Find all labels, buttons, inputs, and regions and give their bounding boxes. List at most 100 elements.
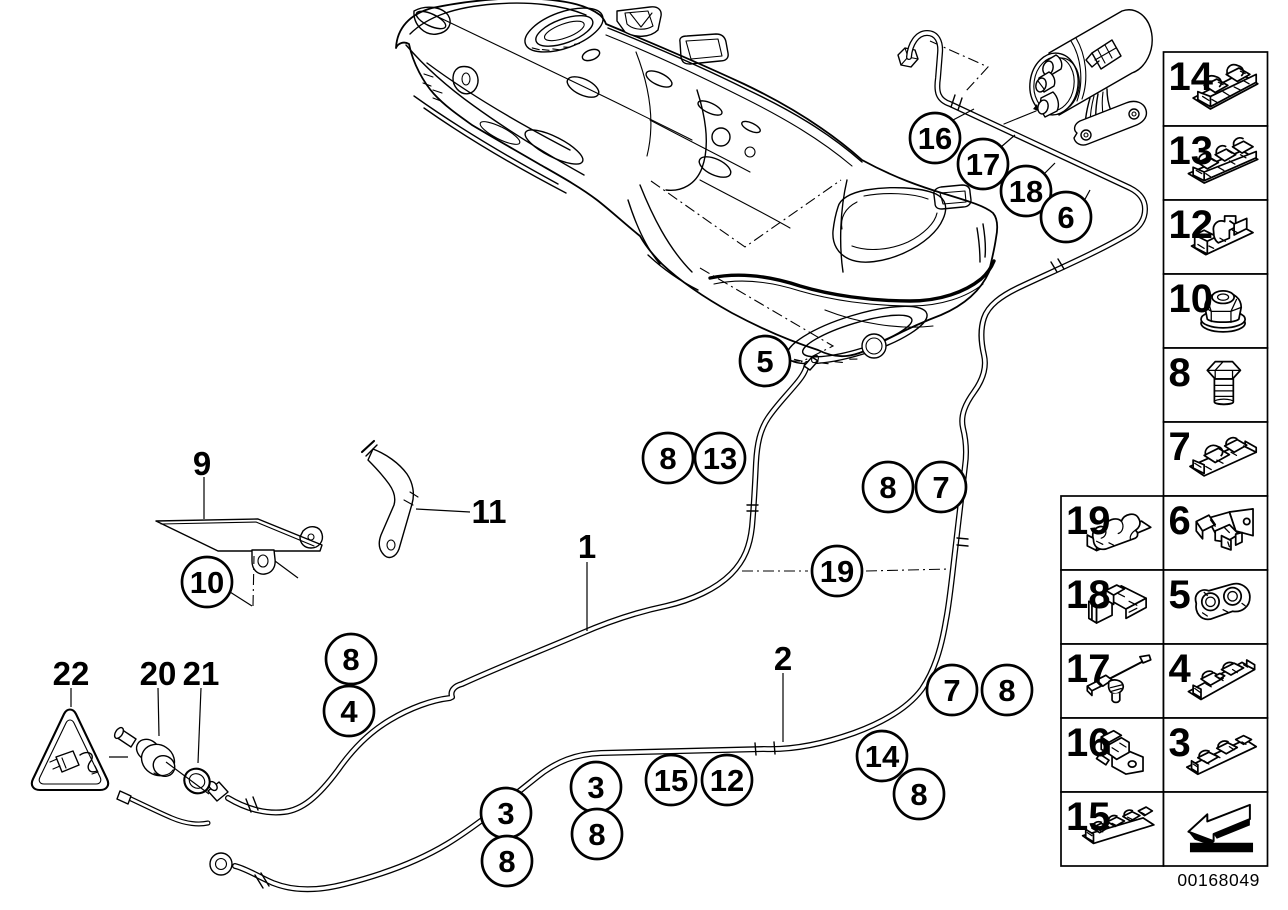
fuel-tank-drawing: [395, 0, 999, 365]
callout-number: 10: [190, 565, 224, 600]
sidebar-cell-number: 19: [1066, 499, 1111, 543]
sidebar-cell-4[interactable]: 4: [1162, 643, 1269, 719]
valve-part-20: [113, 726, 176, 778]
sidebar-cell-17[interactable]: 17: [1060, 643, 1165, 719]
callout-circle[interactable]: [956, 137, 1010, 191]
callout-circle[interactable]: [180, 555, 234, 609]
callout-circle[interactable]: [999, 164, 1053, 218]
callout-circle[interactable]: [324, 632, 378, 686]
sidebar-cell-18[interactable]: 18: [1060, 569, 1165, 645]
sidebar-cell-number: 17: [1066, 647, 1111, 691]
callout-8[interactable]: 8: [861, 460, 915, 514]
callout-14[interactable]: 14: [855, 729, 909, 783]
callout-circle[interactable]: [914, 460, 968, 514]
callout-circle[interactable]: [570, 807, 624, 861]
label-9[interactable]: 9: [193, 445, 211, 482]
callout-circle[interactable]: [925, 663, 979, 717]
grommet-clip-icon: [1194, 582, 1251, 621]
callout-5[interactable]: 5: [738, 334, 792, 388]
bleed-hose: [128, 796, 211, 827]
callout-8[interactable]: 8: [480, 834, 534, 888]
callout-circle[interactable]: [892, 767, 946, 821]
sidebar-cell-19[interactable]: 19: [1060, 495, 1165, 571]
sidebar-cell-number: 7: [1169, 425, 1191, 469]
callout-12[interactable]: 12: [700, 753, 754, 807]
screw-tie-icon: [1086, 654, 1152, 704]
callout-circle[interactable]: [700, 753, 754, 807]
callout-16[interactable]: 16: [908, 111, 962, 165]
sidebar-cell-number: 16: [1066, 721, 1111, 765]
callout-3[interactable]: 3: [479, 786, 533, 840]
callout-6[interactable]: 6: [1039, 190, 1093, 244]
callout-circle[interactable]: [861, 460, 915, 514]
callout-8[interactable]: 8: [641, 431, 695, 485]
callout-15[interactable]: 15: [644, 753, 698, 807]
callout-19[interactable]: 19: [810, 544, 864, 598]
callout-circle[interactable]: [641, 431, 695, 485]
sidebar-cell-16[interactable]: 16: [1060, 717, 1165, 793]
callout-10[interactable]: 10: [180, 555, 234, 609]
heat-shield-part-9: [155, 518, 324, 579]
fuel-hazard-pictogram: [49, 750, 99, 775]
cap-nut-icon: [1200, 289, 1247, 333]
sidebar-cell-6[interactable]: 6: [1162, 495, 1269, 571]
rail-clip-b-icon: [1185, 734, 1258, 776]
callout-7[interactable]: 7: [914, 460, 968, 514]
callout-8[interactable]: 8: [570, 807, 624, 861]
callout-number: 8: [659, 441, 676, 476]
callout-number: 12: [710, 763, 744, 798]
label-1[interactable]: 1: [578, 528, 596, 565]
callout-8[interactable]: 8: [324, 632, 378, 686]
callout-circle[interactable]: [644, 753, 698, 807]
label-21[interactable]: 21: [183, 655, 220, 692]
sidebar-cell-10[interactable]: 10: [1162, 273, 1269, 349]
callout-number: 17: [966, 147, 1000, 182]
o-ring-part-21: [183, 767, 211, 795]
callout-18[interactable]: 18: [999, 164, 1053, 218]
sidebar-cell-12[interactable]: 12: [1162, 199, 1269, 275]
callout-circle[interactable]: [322, 684, 376, 738]
pipe-clip-ticks: [245, 94, 1065, 889]
callout-17[interactable]: 17: [956, 137, 1010, 191]
callout-circle[interactable]: [738, 334, 792, 388]
sidebar-cell-15[interactable]: 15: [1060, 791, 1165, 867]
callout-number: 3: [587, 770, 604, 805]
callout-circle[interactable]: [693, 431, 747, 485]
bracket-part-11: [360, 439, 419, 559]
clamp-wave-icon: [1086, 513, 1152, 552]
label-22[interactable]: 22: [53, 655, 90, 692]
sidebar-cell-arrow[interactable]: [1162, 791, 1269, 867]
clip-double-open-icon: [1190, 215, 1254, 256]
callout-circle[interactable]: [480, 834, 534, 888]
callout-13[interactable]: 13: [693, 431, 747, 485]
callout-circle[interactable]: [1039, 190, 1093, 244]
callout-4[interactable]: 4: [322, 684, 376, 738]
callout-8[interactable]: 8: [892, 767, 946, 821]
callout-circle[interactable]: [980, 663, 1034, 717]
callout-number: 7: [943, 673, 960, 708]
callout-number: 8: [998, 673, 1015, 708]
callout-circle[interactable]: [855, 729, 909, 783]
label-11[interactable]: 11: [472, 493, 507, 530]
callout-circle[interactable]: [810, 544, 864, 598]
fuel-pipe-1: [225, 361, 810, 816]
callout-3[interactable]: 3: [569, 760, 623, 814]
sidebar-cell-3[interactable]: 3: [1162, 717, 1269, 793]
clamp-two-tube-icon: [1192, 63, 1259, 110]
sidebar-cell-5[interactable]: 5: [1162, 569, 1269, 645]
callout-number: 4: [340, 694, 358, 729]
sidebar-cell-14[interactable]: 14: [1162, 51, 1269, 127]
sidebar-cell-7[interactable]: 7: [1162, 421, 1269, 497]
bracket-plate-icon: [1095, 729, 1144, 775]
callout-circle[interactable]: [908, 111, 962, 165]
sidebar-cell-8[interactable]: 8: [1162, 347, 1269, 423]
sidebar-cell-number: 15: [1066, 795, 1111, 839]
label-2[interactable]: 2: [774, 640, 792, 677]
callout-7[interactable]: 7: [925, 663, 979, 717]
callout-number: 7: [932, 470, 949, 505]
label-20[interactable]: 20: [140, 655, 177, 692]
callout-8[interactable]: 8: [980, 663, 1034, 717]
sidebar-cell-13[interactable]: 13: [1162, 125, 1269, 201]
